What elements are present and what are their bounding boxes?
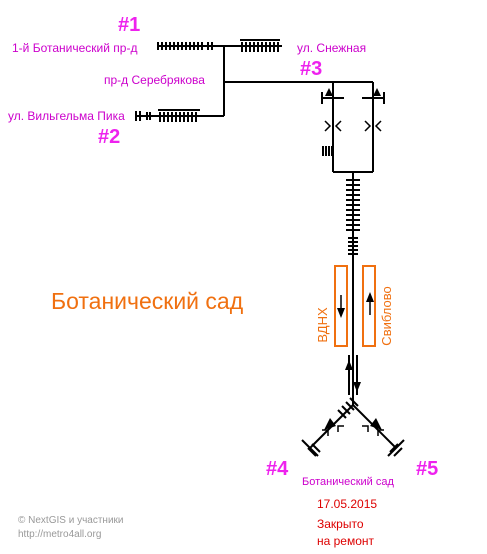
arrow-down-icon	[337, 308, 345, 318]
marker-1: #1	[118, 14, 140, 36]
arrow-down-icon	[353, 382, 361, 392]
arrow-up-icon	[345, 360, 353, 370]
arrow-diag-icon	[370, 418, 382, 430]
stairs	[322, 146, 333, 156]
turnstile-mark	[337, 425, 344, 432]
platform-sviblovo	[362, 265, 376, 347]
door-mark	[387, 439, 405, 457]
turnstile-mark	[324, 120, 332, 132]
status-line: на ремонт	[317, 534, 375, 548]
stairs	[135, 109, 200, 122]
status-line: Закрыто	[317, 517, 364, 531]
status-date: 17.05.2015	[317, 497, 377, 511]
turnstile-mark	[362, 425, 369, 432]
arrow-shafts	[340, 295, 371, 384]
marker-5: #5	[416, 458, 438, 480]
turnstile-mark	[334, 120, 342, 132]
station-name: Ботанический сад	[51, 288, 244, 314]
exit-label: Ботанический сад	[302, 476, 394, 488]
street-label: ул. Снежная	[297, 41, 366, 55]
marker-2: #2	[98, 126, 120, 148]
stairs	[307, 397, 403, 457]
street-label: 1-й Ботанический пр-д	[12, 41, 137, 55]
stairs	[240, 39, 280, 52]
arrow-up-icon	[373, 88, 381, 96]
direction-sviblovo: Свиблово	[379, 286, 394, 345]
stairs-group	[135, 39, 403, 457]
platform-vdnh	[334, 265, 348, 347]
copyright: © NextGIS и участники	[18, 515, 124, 526]
direction-vdnh: ВДНХ	[315, 307, 330, 343]
escalator	[346, 179, 360, 255]
stairs	[157, 42, 213, 50]
street-label: ул. Вильгельма Пика	[8, 109, 125, 123]
arrow-diag-icon	[324, 418, 336, 430]
street-label: пр-д Серебрякова	[104, 73, 205, 87]
flow-arrows	[324, 88, 382, 430]
site-link[interactable]: http://metro4all.org	[18, 529, 101, 540]
turnstile-mark	[374, 120, 382, 132]
marker-4: #4	[266, 458, 289, 480]
arrow-up-icon	[325, 88, 333, 96]
door-mark	[301, 439, 319, 457]
turnstile-mark	[364, 120, 372, 132]
marker-3: #3	[300, 58, 322, 80]
arrow-up-icon	[366, 292, 374, 302]
